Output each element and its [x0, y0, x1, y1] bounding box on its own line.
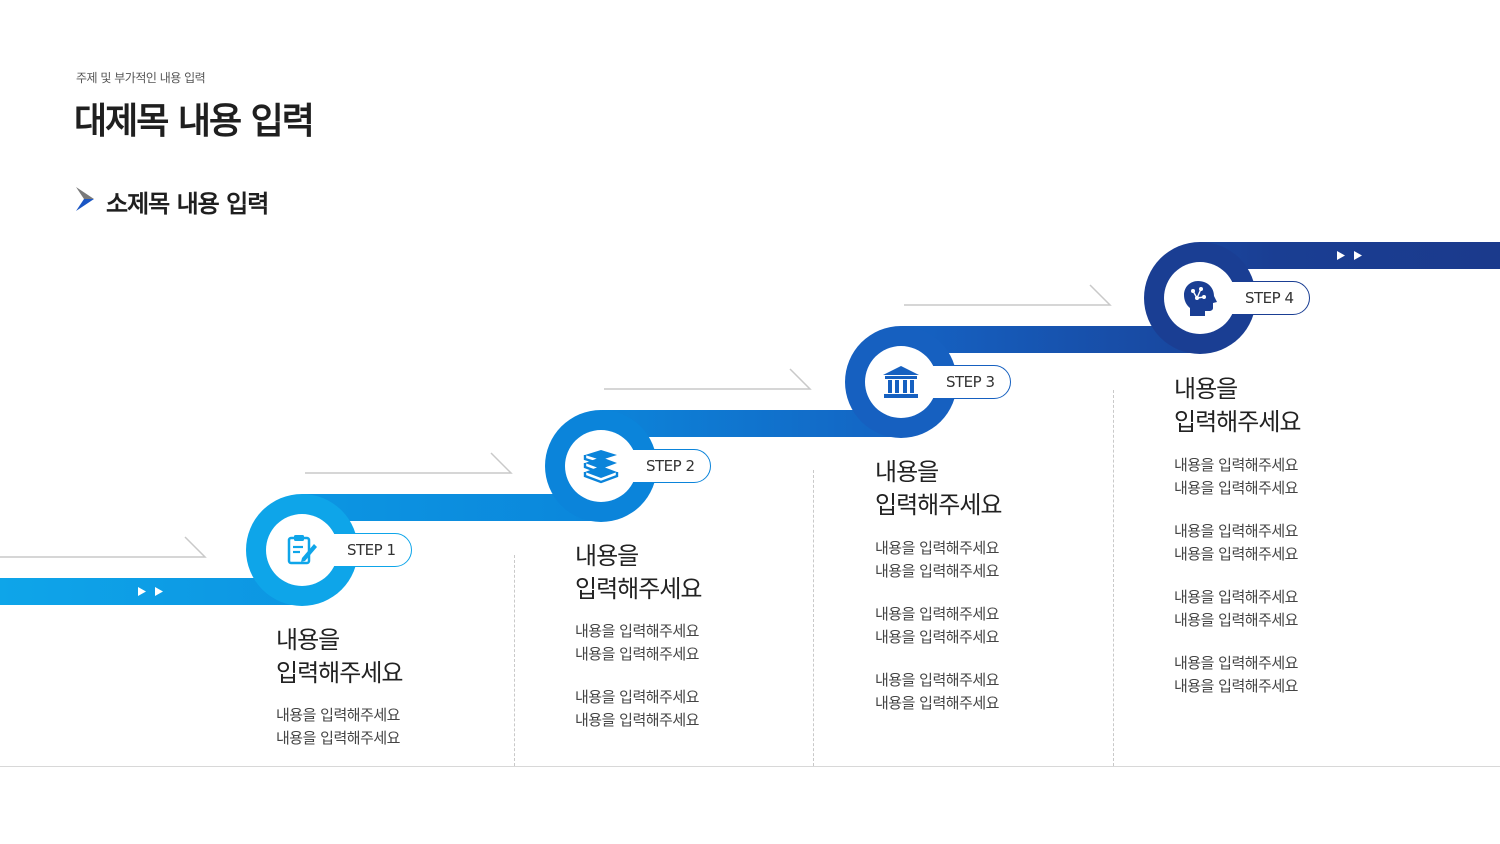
column-divider — [813, 470, 814, 766]
body-line: 내용을 입력해주세요 — [1174, 522, 1298, 540]
step-3-body: 내용을 입력해주세요 내용을 입력해주세요 내용을 입력해주세요 내용을 입력해… — [875, 537, 999, 714]
stair-band — [1200, 242, 1500, 269]
heading-line: 입력해주세요 — [1174, 408, 1301, 436]
step-1-icon-circle — [266, 514, 338, 586]
stair-band — [902, 326, 1202, 353]
body-line: 내용을 입력해주세요 — [575, 622, 699, 640]
body-line: 내용을 입력해주세요 — [276, 706, 400, 724]
step-4-icon-circle — [1164, 262, 1236, 334]
body-line: 내용을 입력해주세요 — [575, 688, 699, 706]
body-line: 내용을 입력해주세요 — [575, 644, 699, 663]
body-line: 내용을 입력해주세요 — [1174, 456, 1298, 474]
step-2-heading: 내용을 입력해주세요 — [575, 540, 702, 606]
clipboard-edit-icon — [287, 535, 317, 565]
guide-arrow-line — [305, 452, 513, 474]
step-1-heading: 내용을 입력해주세요 — [276, 624, 403, 690]
heading-line: 내용을 — [1174, 375, 1238, 403]
page-subtitle: 주제 및 부가적인 내용 입력 — [76, 71, 206, 85]
body-line: 내용을 입력해주세요 — [276, 728, 400, 747]
play-arrow-icon — [138, 587, 146, 596]
body-line: 내용을 입력해주세요 — [575, 710, 699, 729]
step-3-icon-circle — [865, 346, 937, 418]
step-4-label: STEP 4 — [1245, 289, 1294, 307]
stair-band — [302, 494, 602, 521]
body-line: 내용을 입력해주세요 — [1174, 654, 1298, 672]
stair-band — [602, 410, 902, 437]
step-3-heading: 내용을 입력해주세요 — [875, 456, 1002, 522]
step-4-body: 내용을 입력해주세요 내용을 입력해주세요 내용을 입력해주세요 내용을 입력해… — [1174, 454, 1298, 697]
step-2-icon-circle — [565, 430, 637, 502]
bank-building-icon — [883, 366, 919, 398]
heading-line: 입력해주세요 — [575, 575, 702, 603]
heading-line: 입력해주세요 — [875, 491, 1002, 519]
step-2-body: 내용을 입력해주세요 내용을 입력해주세요 내용을 입력해주세요 내용을 입력해… — [575, 620, 699, 731]
body-line: 내용을 입력해주세요 — [875, 561, 999, 580]
play-arrow-icon — [1337, 251, 1345, 260]
guide-arrow-line — [0, 536, 207, 558]
stair-band — [0, 578, 302, 605]
page-title: 대제목 내용 입력 — [74, 101, 315, 142]
heading-line: 입력해주세요 — [276, 659, 403, 687]
heading-line: 내용을 — [875, 458, 939, 486]
step-2-label: STEP 2 — [646, 457, 695, 475]
body-line: 내용을 입력해주세요 — [875, 605, 999, 623]
body-line: 내용을 입력해주세요 — [1174, 544, 1298, 563]
body-line: 내용을 입력해주세요 — [875, 693, 999, 712]
body-line: 내용을 입력해주세요 — [875, 671, 999, 689]
step-1-label: STEP 1 — [347, 541, 396, 559]
body-line: 내용을 입력해주세요 — [1174, 588, 1298, 606]
body-line: 내용을 입력해주세요 — [875, 627, 999, 646]
bottom-baseline — [0, 766, 1500, 767]
step-3-label: STEP 3 — [946, 373, 995, 391]
step-1-body: 내용을 입력해주세요 내용을 입력해주세요 — [276, 704, 400, 749]
heading-line: 내용을 — [276, 626, 340, 654]
body-line: 내용을 입력해주세요 — [1174, 478, 1298, 497]
body-line: 내용을 입력해주세요 — [875, 539, 999, 557]
step-4-heading: 내용을 입력해주세요 — [1174, 373, 1301, 439]
body-line: 내용을 입력해주세요 — [1174, 610, 1298, 629]
guide-arrow-line — [904, 284, 1112, 306]
play-arrow-icon — [1354, 251, 1362, 260]
body-line: 내용을 입력해주세요 — [1174, 676, 1298, 695]
column-divider — [514, 555, 515, 766]
books-stack-icon — [583, 450, 619, 484]
column-divider — [1113, 390, 1114, 766]
chevron-right-icon — [76, 187, 94, 211]
head-brain-icon — [1184, 281, 1217, 316]
section-title: 소제목 내용 입력 — [106, 190, 269, 218]
play-arrow-icon — [155, 587, 163, 596]
heading-line: 내용을 — [575, 542, 639, 570]
guide-arrow-line — [604, 368, 812, 390]
